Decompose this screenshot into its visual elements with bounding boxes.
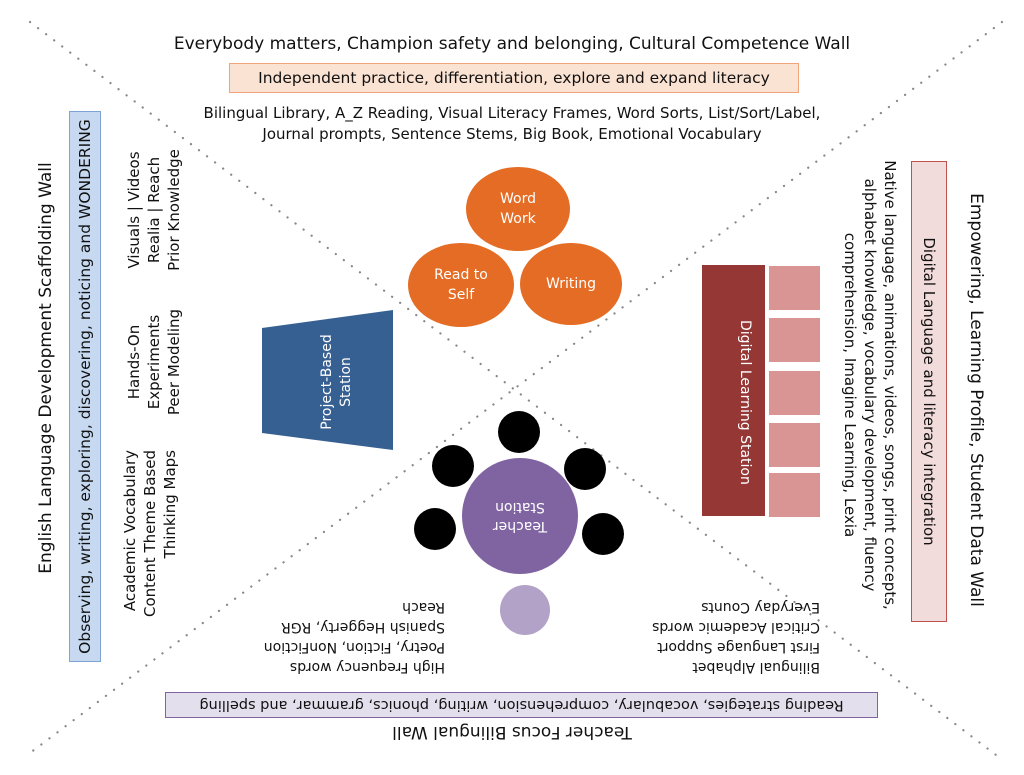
top-wall-title: Everybody matters, Champion safety and b… (173, 34, 851, 54)
read-to-self-label: Read to Self (434, 267, 488, 303)
left-list-line: Hands-On (125, 324, 143, 400)
bottom-list-line: First Language Support (657, 639, 820, 655)
right-list-line: comprehension, Imagine Learning, Lexia (841, 232, 859, 538)
top-list-line: Bilingual Library, A_Z Reading, Visual L… (203, 104, 821, 122)
bottom-wall-title: Teacher Focus Bilingual Wall (392, 722, 632, 742)
computer-slot (769, 318, 820, 362)
right-list-line: Native language, animations, videos, son… (881, 160, 899, 610)
left-list-line: Content Theme Based (141, 450, 159, 617)
left-wall-title: English Language Development Scaffolding… (36, 162, 56, 574)
word-work-label: Word Work (500, 191, 536, 227)
bottom-right-list: Bilingual Alphabet First Language Suppor… (640, 597, 820, 677)
left-wall-banner: Observing, writing, exploring, discoveri… (69, 111, 101, 662)
left-list-line: Realia | Reach (145, 156, 163, 264)
project-based-station-label: Project-Based Station (318, 322, 358, 442)
right-wall-title: Empowering, Learning Profile, Student Da… (966, 193, 986, 607)
student-seat-5 (582, 513, 624, 555)
word-work-circle: Word Work (466, 167, 570, 251)
diagonal-line-tl-br (28, 20, 1002, 760)
teacher-station-circle: Teacher Station (462, 458, 578, 574)
student-seat-4 (414, 508, 456, 550)
project-based-station-shape (262, 310, 393, 450)
computer-slot (769, 371, 820, 415)
bottom-wall-banner-text: Reading strategies, vocabulary, comprehe… (199, 697, 844, 713)
digital-learning-station-text: Digital Learning Station (737, 320, 753, 485)
teacher-station-label: Teacher Station (492, 499, 548, 534)
read-to-self-circle: Read to Self (408, 243, 514, 327)
left-list-line: Academic Vocabulary (121, 450, 139, 612)
bottom-list-line: Critical Academic words (652, 619, 820, 635)
bottom-left-list: High Frequency words Poetry, Fiction, No… (215, 597, 445, 677)
right-wall-list: Native language, animations, videos, son… (840, 150, 900, 620)
student-seat-3 (564, 448, 606, 490)
digital-learning-station-label: Digital Learning Station (735, 320, 754, 485)
left-list-line: Experiments (145, 314, 163, 410)
student-seat-1 (498, 411, 540, 453)
computer-slot (769, 266, 820, 310)
right-list-line: alphabet knowledge, vocabulary developme… (861, 178, 879, 592)
left-list-line: Thinking Maps (161, 450, 179, 559)
bottom-list-line: Poetry, Fiction, NonFiction (263, 639, 445, 655)
bottom-list-line: Bilingual Alphabet (692, 659, 820, 675)
left-group-visuals: Visuals | Videos Realia | Reach Prior Kn… (124, 130, 184, 290)
top-wall-list: Bilingual Library, A_Z Reading, Visual L… (0, 103, 1024, 145)
left-wall-banner-text: Observing, writing, exploring, discoveri… (76, 119, 94, 654)
left-group-academic: Academic Vocabulary Content Theme Based … (120, 450, 180, 620)
computer-slot (769, 473, 820, 517)
computer-slot (769, 423, 820, 467)
top-wall-banner-text: Independent practice, differentiation, e… (258, 69, 770, 87)
top-wall-banner: Independent practice, differentiation, e… (229, 63, 799, 93)
bottom-list-line: Reach (402, 599, 445, 615)
bottom-wall-banner: Reading strategies, vocabulary, comprehe… (165, 692, 878, 718)
left-list-line: Visuals | Videos (125, 151, 143, 269)
writing-circle: Writing (520, 243, 622, 325)
digital-learning-station-block (702, 265, 765, 516)
bottom-list-line: Everyday Counts (701, 599, 820, 615)
left-group-hands-on: Hands-On Experiments Peer Modeling (124, 302, 184, 422)
left-list-line: Prior Knowledge (165, 149, 183, 271)
right-wall-banner: Digital Language and literacy integratio… (911, 161, 947, 622)
teacher-seat (500, 585, 550, 635)
right-wall-banner-text: Digital Language and literacy integratio… (920, 237, 938, 546)
project-based-station-text: Project-Based Station (319, 334, 354, 430)
bottom-list-line: Spanish Heggerty, RGR (281, 619, 445, 635)
top-list-line: Journal prompts, Sentence Stems, Big Boo… (262, 125, 762, 143)
student-seat-2 (432, 445, 474, 487)
left-list-line: Peer Modeling (165, 308, 183, 416)
writing-label: Writing (546, 276, 596, 292)
bottom-list-line: High Frequency words (289, 659, 445, 675)
